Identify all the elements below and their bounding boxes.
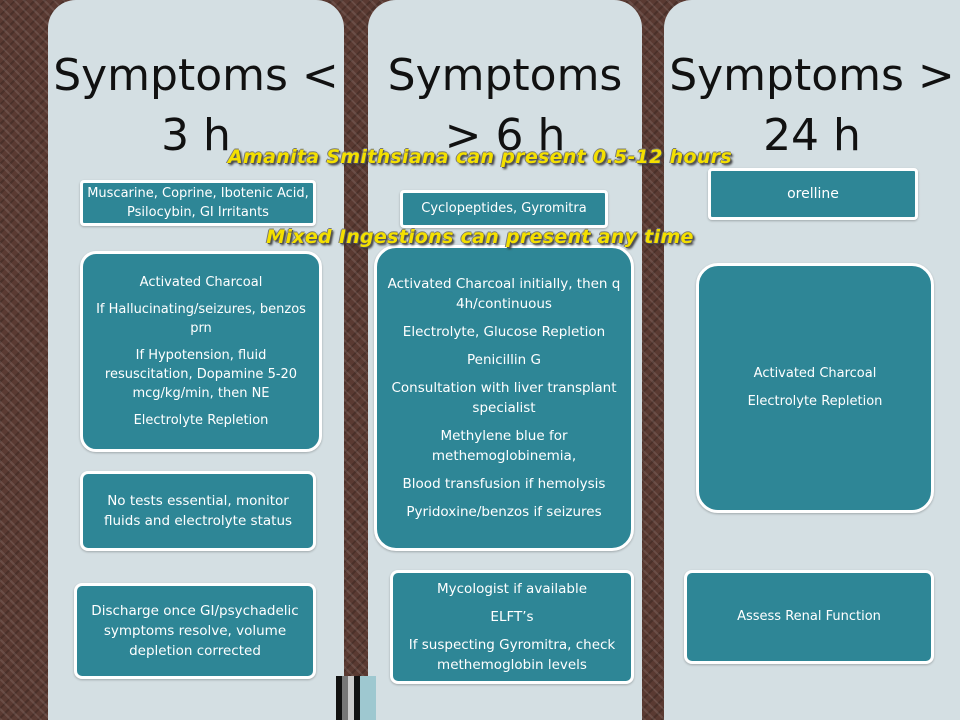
toxin-list-box: Cyclopeptides, Gyromitra: [400, 190, 608, 228]
column-over-24h: Symptoms > 24 h orelline Activated Charc…: [664, 0, 960, 720]
monitoring-box: No tests essential, monitor fluids and e…: [80, 471, 316, 551]
box-line: ELFT’s: [490, 609, 534, 625]
column-over-6h: Symptoms > 6 h Cyclopeptides, Gyromitra …: [368, 0, 642, 720]
column-heading: Symptoms > 24 h: [669, 50, 955, 161]
box-line: Activated Charcoal initially, then q 4h/…: [387, 276, 621, 312]
column-heading: Symptoms > 6 h: [387, 50, 623, 161]
box-line: Electrolyte Repletion: [747, 394, 883, 409]
box-line: Activated Charcoal: [139, 275, 263, 290]
box-line: Electrolyte, Glucose Repletion: [402, 324, 606, 340]
box-line: Consultation with liver transplant speci…: [391, 380, 617, 416]
treatment-box: Activated Charcoal If Hallucinating/seiz…: [80, 251, 322, 452]
box-line: Blood transfusion if hemolysis: [402, 476, 606, 492]
mixed-ingestions-note: Mixed Ingestions can present any time: [266, 226, 694, 248]
discharge-box: Discharge once GI/psychadelic symptoms r…: [74, 583, 316, 679]
box-line: If suspecting Gyromitra, check methemogl…: [408, 637, 616, 673]
box-line: Muscarine, Coprine, Ibotenic Acid, Psilo…: [87, 186, 309, 220]
box-line: Cyclopeptides, Gyromitra: [421, 201, 587, 216]
box-line: Methylene blue for methemoglobinemia,: [431, 428, 577, 464]
box-line: Penicillin G: [466, 352, 541, 368]
box-line: No tests essential, monitor fluids and e…: [103, 493, 293, 529]
column-heading: Symptoms < 3 h: [53, 50, 339, 161]
decorative-ribbon: [336, 676, 376, 720]
box-line: Assess Renal Function: [737, 609, 881, 624]
box-line: Electrolyte Repletion: [133, 413, 269, 428]
toxin-list-box: Muscarine, Coprine, Ibotenic Acid, Psilo…: [80, 180, 316, 226]
box-line: If Hypotension, fluid resuscitation, Dop…: [104, 348, 298, 401]
column-under-3h: Symptoms < 3 h Muscarine, Coprine, Ibote…: [48, 0, 344, 720]
box-line: Pyridoxine/benzos if seizures: [406, 504, 602, 520]
box-line: orelline: [787, 186, 839, 202]
box-line: Mycologist if available: [437, 581, 587, 597]
box-line: Discharge once GI/psychadelic symptoms r…: [91, 603, 299, 659]
toxin-list-box: orelline: [708, 168, 918, 220]
box-line: Activated Charcoal: [753, 366, 877, 381]
box-line: If Hallucinating/seizures, benzos prn: [96, 302, 306, 336]
treatment-box: Activated Charcoal initially, then q 4h/…: [374, 245, 634, 551]
tests-box: Assess Renal Function: [684, 570, 934, 664]
treatment-box: Activated Charcoal Electrolyte Repletion: [696, 263, 934, 513]
tests-box: Mycologist if available ELFT’s If suspec…: [390, 570, 634, 684]
amanita-note: Amanita Smithsiana can present 0.5-12 ho…: [228, 146, 732, 168]
